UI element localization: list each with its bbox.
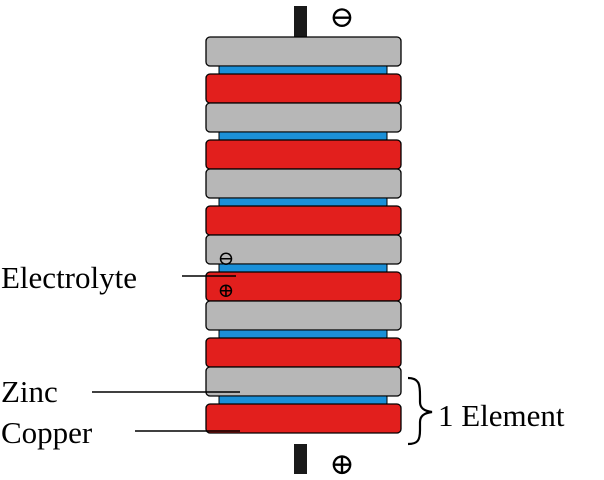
positive-terminal-rod [294,444,307,474]
electrolyte-layer-14 [218,329,388,339]
element-brace [407,376,433,446]
copper-layer-18 [205,403,402,434]
electrolyte-layer-11 [218,263,388,273]
electrolyte-layer-8 [218,197,388,207]
copper-layer-15 [205,337,402,368]
electrolyte-layer-2 [218,65,388,75]
inner-positive-charge: ⊕ [218,280,235,302]
zinc-layer-1 [205,36,402,67]
zinc-label: Zinc [1,374,58,409]
negative-terminal-rod [294,6,307,38]
zinc-layer-10 [205,234,402,265]
copper-layer-3 [205,73,402,104]
negative-terminal-symbol: ⊖ [329,1,354,34]
cell-stack [205,36,402,434]
zinc-layer-4 [205,102,402,133]
electrolyte-layer-5 [218,131,388,141]
copper-layer-9 [205,205,402,236]
inner-negative-charge: ⊖ [218,248,235,270]
electrolyte-layer-17 [218,395,388,405]
element-label: 1 Element [438,398,565,433]
electrolyte-label: Electrolyte [1,260,137,295]
copper-label: Copper [1,415,93,450]
positive-terminal-symbol: ⊕ [329,448,354,480]
copper-layer-6 [205,139,402,170]
zinc-layer-13 [205,300,402,331]
zinc-layer-7 [205,168,402,199]
